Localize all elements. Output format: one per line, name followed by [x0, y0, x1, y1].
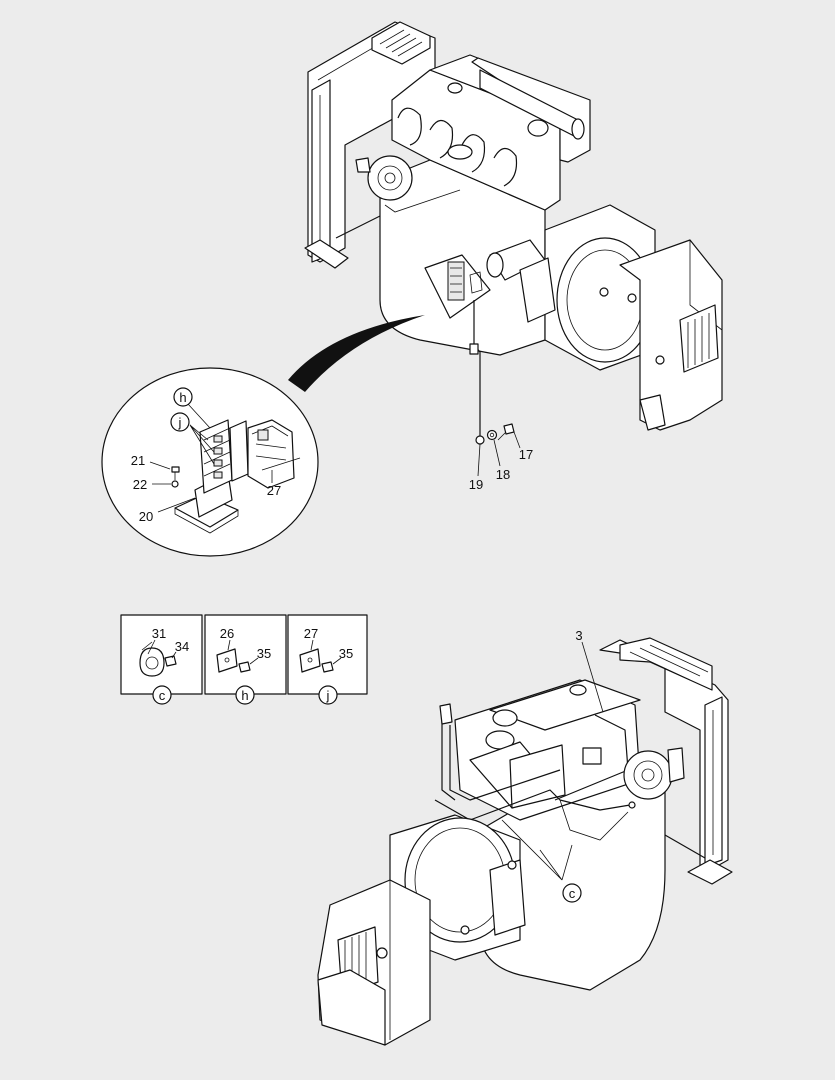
callout-17: 17 [519, 447, 533, 462]
bottom-engine-assembly [317, 637, 733, 1046]
bottom-engine-block [317, 679, 685, 1046]
callout-c: c [569, 886, 576, 901]
callout-j-circle [170, 412, 190, 432]
callout-j: j [178, 415, 182, 430]
detail-h-letter: h [241, 688, 248, 703]
callout-21: 21 [131, 453, 145, 468]
detail-box-h: 26 35 h [204, 614, 287, 705]
detail-c-part-b: 34 [175, 639, 189, 654]
detail-c-part-a: 31 [152, 626, 166, 641]
detail-h-part-a: 26 [220, 626, 234, 641]
callout-h-circle [173, 387, 193, 407]
zoom-pointer [288, 315, 425, 392]
callout-22: 22 [133, 477, 147, 492]
top-radiator [304, 21, 436, 269]
callout-h: h [179, 390, 186, 405]
top-engine-block [355, 54, 723, 431]
callout-27: 27 [267, 483, 281, 498]
callout-18: 18 [496, 467, 510, 482]
callout-20: 20 [139, 509, 153, 524]
detail-box-j: 27 35 j [287, 614, 368, 705]
hardware-17-18-19 [475, 423, 521, 477]
detail-j-part-a: 27 [304, 626, 318, 641]
detail-c-letter: c [159, 688, 166, 703]
detail-j-part-b: 35 [339, 646, 353, 661]
bottom-radiator [599, 637, 733, 885]
top-terminal-block-inset [424, 254, 491, 440]
callout-3: 3 [575, 628, 582, 643]
detail-j-letter: j [326, 688, 330, 703]
detail-h-part-b: 35 [257, 646, 271, 661]
top-engine-assembly [304, 21, 723, 477]
detail-box-c: 31 34 c [120, 614, 203, 705]
callout-19: 19 [469, 477, 483, 492]
callout-c-circle [562, 883, 582, 903]
zoom-detail-circle [101, 367, 319, 557]
